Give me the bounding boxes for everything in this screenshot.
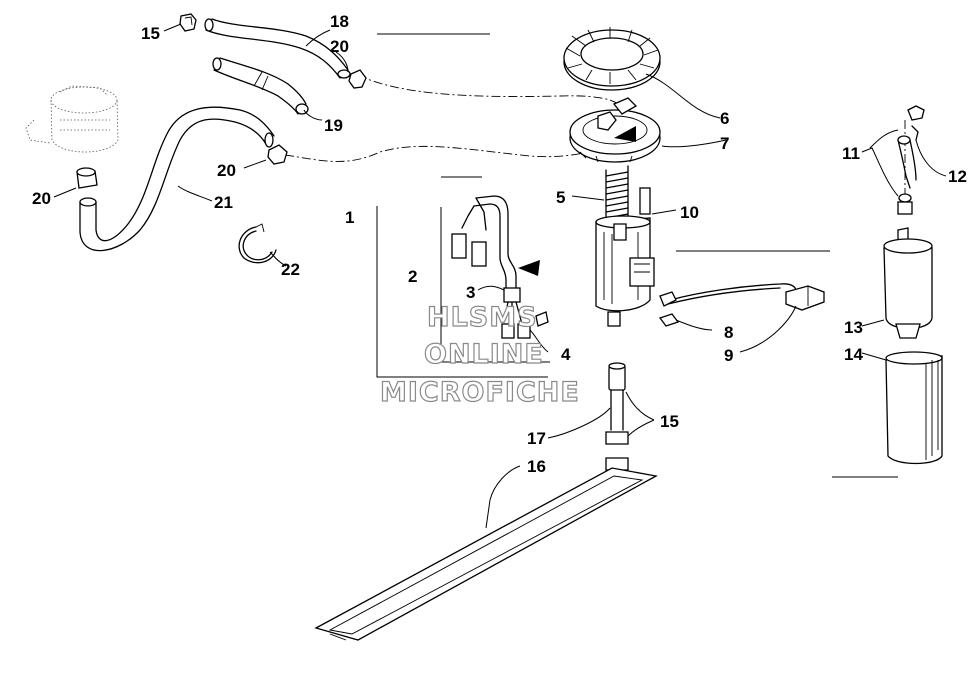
callout-5: 5: [556, 188, 565, 207]
callout-2: 2: [408, 267, 417, 286]
separator-lines: [376, 33, 898, 478]
callout-20-mid: 20: [217, 161, 236, 180]
watermark-line-3: MICROFICHE: [380, 377, 580, 408]
callout-8: 8: [724, 323, 733, 342]
clamp-20-top: [348, 69, 367, 89]
callout-19: 19: [324, 116, 343, 135]
callout-9: 9: [724, 346, 733, 365]
wire-harness-9: [658, 283, 825, 327]
leader-lines: [53, 23, 947, 529]
callout-21: 21: [214, 193, 233, 212]
pump-flange-7: [569, 97, 661, 163]
filler-cap-phantom: [25, 85, 119, 153]
callout-22: 22: [281, 260, 300, 279]
filter-stem-17: [605, 362, 629, 471]
callout-16: 16: [527, 457, 546, 476]
callout-15-top: 15: [141, 24, 160, 43]
nut-15-top: [179, 13, 197, 32]
callout-11: 11: [842, 144, 860, 163]
hose-18: [204, 18, 351, 79]
callout-7: 7: [720, 134, 729, 153]
callout-17: 17: [527, 429, 546, 448]
hose-clamp-22: [238, 223, 277, 264]
callout-1: 1: [345, 208, 354, 227]
callout-15-bottom: 15: [660, 412, 679, 431]
callout-4: 4: [561, 345, 571, 364]
callout-18: 18: [330, 12, 349, 31]
callout-20-left: 20: [32, 189, 51, 208]
wiring-harness-1-4: [451, 195, 549, 339]
callout-13: 13: [844, 318, 863, 337]
callout-10: 10: [680, 203, 699, 222]
callout-labels: 15 18 20 19 6 7 5 10 11 12 20 21 20 1 2 …: [32, 12, 967, 476]
callout-3: 3: [466, 283, 475, 302]
watermark-line-2: ONLINE: [424, 339, 544, 370]
hose-19: [212, 57, 309, 115]
fuel-pump-assembly-11-14: [883, 105, 943, 465]
callout-14: 14: [844, 345, 863, 364]
callout-6: 6: [720, 109, 729, 128]
strainer-16: [314, 467, 658, 641]
hose-21: [79, 106, 275, 252]
watermark: HLSMS ONLINE MICROFICHE: [379, 301, 580, 408]
clamp-20-mid: [267, 144, 288, 165]
watermark-line-1: HLSMS: [427, 302, 538, 333]
spring-5: [605, 165, 651, 223]
callout-20-top: 20: [330, 37, 349, 56]
lock-ring-6: [563, 27, 661, 91]
clamp-20-left: [76, 167, 98, 189]
pump-body-10: [595, 215, 655, 327]
callout-12: 12: [948, 167, 967, 186]
